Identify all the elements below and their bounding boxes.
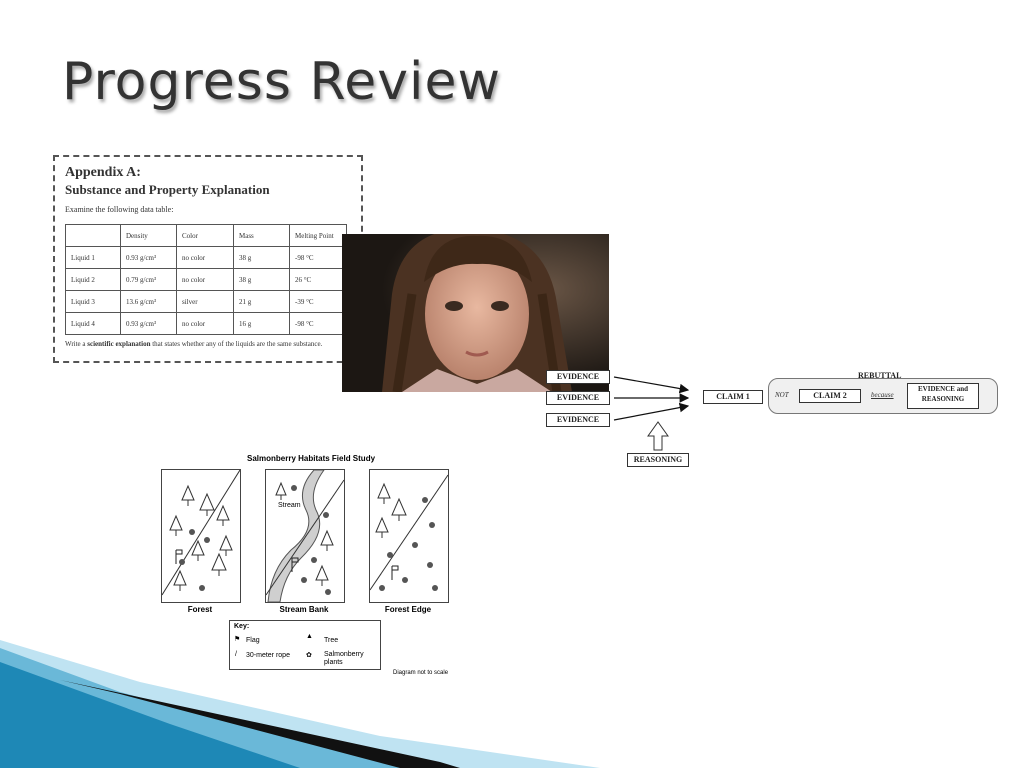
table-row: Liquid 4 0.93 g/cm³ no color 16 g -98 °C — [65, 312, 347, 335]
key-tree-label: Tree — [324, 637, 339, 644]
forest-edge-plot-drawing — [370, 474, 448, 591]
table-header: Mass — [233, 224, 290, 247]
forest-edge-plot — [369, 469, 449, 603]
tree-icon: ▲ — [306, 633, 313, 640]
plot-label-forest-edge: Forest Edge — [384, 605, 432, 614]
table-cell: 0.79 g/cm³ — [120, 268, 177, 291]
flag-icon: ⚑ — [234, 636, 241, 643]
claim-1-box: CLAIM 1 — [703, 390, 763, 404]
table-cell: no color — [176, 312, 234, 335]
decorative-swoosh — [0, 640, 600, 768]
table-cell: Liquid 4 — [65, 312, 121, 335]
rebuttal-group: NOT CLAIM 2 because EVIDENCE and REASONI… — [768, 378, 998, 414]
field-study-key: Key: ⚑ Flag / 30-meter rope ▲ Tree ✿ Sal… — [229, 620, 381, 670]
table-cell: 26 °C — [289, 268, 347, 291]
table-cell: Liquid 3 — [65, 290, 121, 313]
claim-evidence-diagram: EVIDENCE EVIDENCE EVIDENCE CLAIM 1 REASO… — [536, 362, 1004, 472]
table-cell: no color — [176, 246, 234, 269]
table-cell: 0.93 g/cm³ — [120, 312, 177, 335]
salmonberry-icon: ✿ — [306, 652, 312, 659]
forest-plot-drawing — [162, 470, 240, 596]
table-header: Density — [120, 224, 177, 247]
table-header: Melting Point — [289, 224, 347, 247]
appendix-footer: Write a scientific explanation that stat… — [65, 340, 322, 348]
not-label: NOT — [775, 391, 789, 399]
footer-text: Write a — [65, 340, 88, 348]
diagram-note: Diagram not to scale — [393, 670, 449, 676]
rebuttal-title: REBUTTAL — [858, 371, 902, 380]
table-row: Liquid 1 0.93 g/cm³ no color 38 g -98 °C — [65, 246, 347, 269]
footer-text: that states whether any of the liquids a… — [150, 340, 323, 348]
diagram-arrows — [613, 376, 690, 451]
key-flag-label: Flag — [246, 637, 260, 644]
evidence-box: EVIDENCE — [546, 413, 610, 427]
table-cell: no color — [176, 268, 234, 291]
claim-2-box: CLAIM 2 — [799, 389, 861, 403]
table-cell: 13.6 g/cm³ — [120, 290, 177, 313]
girl-portrait-photo — [342, 234, 609, 392]
reasoning-box: REASONING — [627, 453, 689, 467]
evidence-reasoning-box: EVIDENCE and REASONING — [907, 383, 979, 409]
plot-label-forest: Forest — [187, 605, 213, 614]
stream-label: Stream — [278, 502, 301, 509]
appendix-subheading: Substance and Property Explanation — [65, 182, 270, 197]
key-rope-label: 30-meter rope — [246, 652, 290, 659]
because-label: because — [871, 391, 894, 399]
appendix-heading: Appendix A: — [65, 165, 141, 180]
plot-label-stream-bank: Stream Bank — [279, 605, 329, 614]
key-title: Key: — [234, 623, 250, 630]
table-header — [65, 224, 121, 247]
appendix-instruction: Examine the following data table: — [65, 205, 174, 214]
table-cell: -98 °C — [289, 312, 347, 335]
table-cell: -39 °C — [289, 290, 347, 313]
table-cell: silver — [176, 290, 234, 313]
table-cell: -98 °C — [289, 246, 347, 269]
field-study-diagram: Salmonberry Habitats Field Study Forest … — [155, 450, 455, 682]
table-header: Color — [176, 224, 234, 247]
table-cell: Liquid 1 — [65, 246, 121, 269]
substance-data-table: Density Color Mass Melting Point Liquid … — [65, 224, 347, 335]
rope-icon: / — [235, 651, 237, 658]
table-cell: 16 g — [233, 312, 290, 335]
table-row: Liquid 2 0.79 g/cm³ no color 38 g 26 °C — [65, 268, 347, 291]
evidence-box: EVIDENCE — [546, 391, 610, 405]
forest-plot — [161, 469, 241, 603]
table-row: Liquid 3 13.6 g/cm³ silver 21 g -39 °C — [65, 290, 347, 313]
table-cell: 21 g — [233, 290, 290, 313]
table-header-row: Density Color Mass Melting Point — [65, 224, 347, 247]
slide-title: Progress Review — [62, 52, 501, 112]
stream-bank-plot: Stream — [265, 469, 345, 603]
table-cell: Liquid 2 — [65, 268, 121, 291]
appendix-table-image: Appendix A: Substance and Property Expla… — [53, 155, 363, 363]
field-study-title: Salmonberry Habitats Field Study — [247, 454, 376, 463]
evidence-box: EVIDENCE — [546, 370, 610, 384]
stream-bank-plot-drawing — [266, 470, 344, 602]
table-cell: 38 g — [233, 268, 290, 291]
portrait-illustration — [342, 234, 609, 392]
footer-bold: scientific explanation — [87, 340, 151, 348]
table-cell: 0.93 g/cm³ — [120, 246, 177, 269]
key-plants-label: Salmonberry plants — [324, 651, 364, 666]
table-cell: 38 g — [233, 246, 290, 269]
